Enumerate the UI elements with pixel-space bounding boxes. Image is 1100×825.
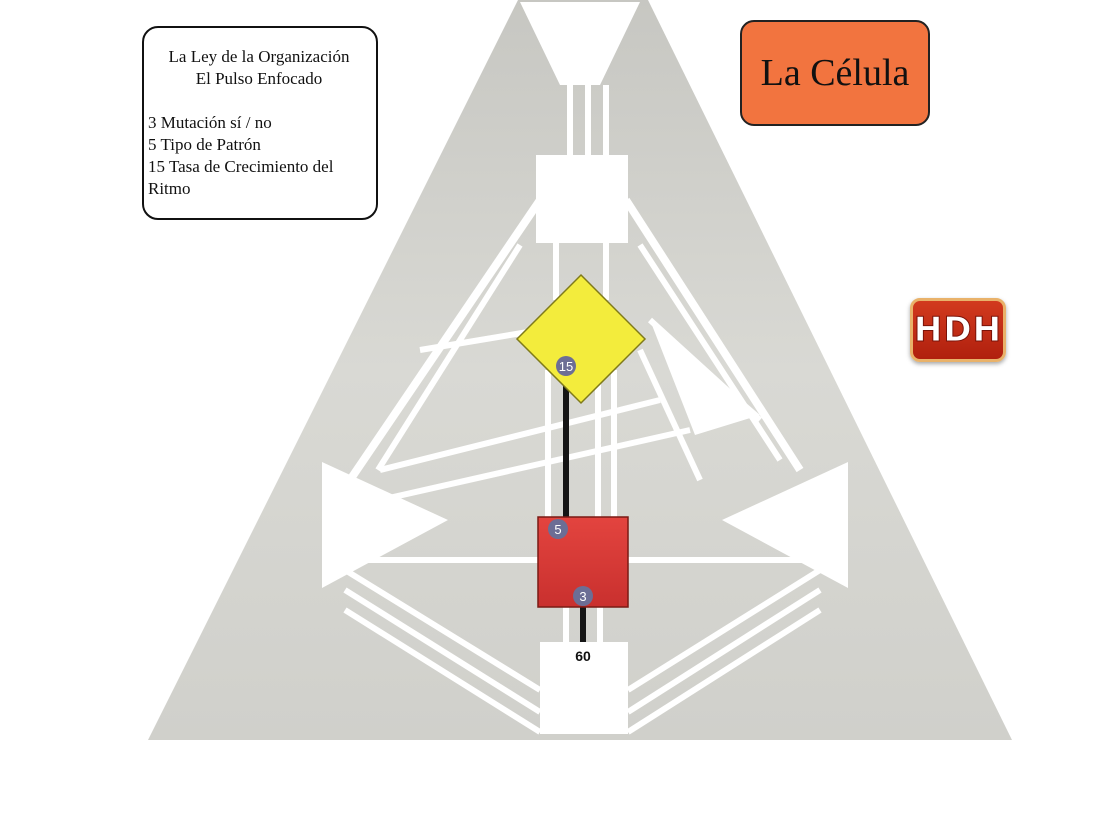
info-box: La Ley de la Organización El Pulso Enfoc… xyxy=(142,26,378,220)
hdh-logo: HDH xyxy=(910,298,1006,362)
gate-list: 3 Mutación sí / no 5 Tipo de Patrón 15 T… xyxy=(148,112,370,200)
gate-list-item: 5 Tipo de Patrón xyxy=(148,135,261,154)
gate-15-badge xyxy=(556,356,576,376)
gate-3-label: 3 xyxy=(579,589,586,604)
page-title: La Célula xyxy=(760,52,910,94)
logo-text: HDH xyxy=(913,310,1003,351)
gate-list-item: 15 Tasa de Crecimiento del Ritmo xyxy=(148,157,334,198)
gate-5-badge xyxy=(548,519,568,539)
gate-3-badge xyxy=(573,586,593,606)
ego-center xyxy=(650,320,760,435)
gate-list-item: 3 Mutación sí / no xyxy=(148,113,272,132)
spleen-center xyxy=(322,462,448,588)
title-box: La Célula xyxy=(740,20,930,126)
gate-5-label: 5 xyxy=(554,522,561,537)
solar-plexus-center xyxy=(722,462,848,588)
gate-15-label: 15 xyxy=(559,359,573,374)
root-center xyxy=(540,642,628,734)
law-title: La Ley de la Organización xyxy=(168,47,350,66)
identity-center xyxy=(515,273,647,405)
throat-center xyxy=(536,155,628,243)
pulse-subtitle: El Pulso Enfocado xyxy=(195,69,323,88)
head-center xyxy=(520,2,640,85)
gate-60-label: 60 xyxy=(575,648,591,664)
